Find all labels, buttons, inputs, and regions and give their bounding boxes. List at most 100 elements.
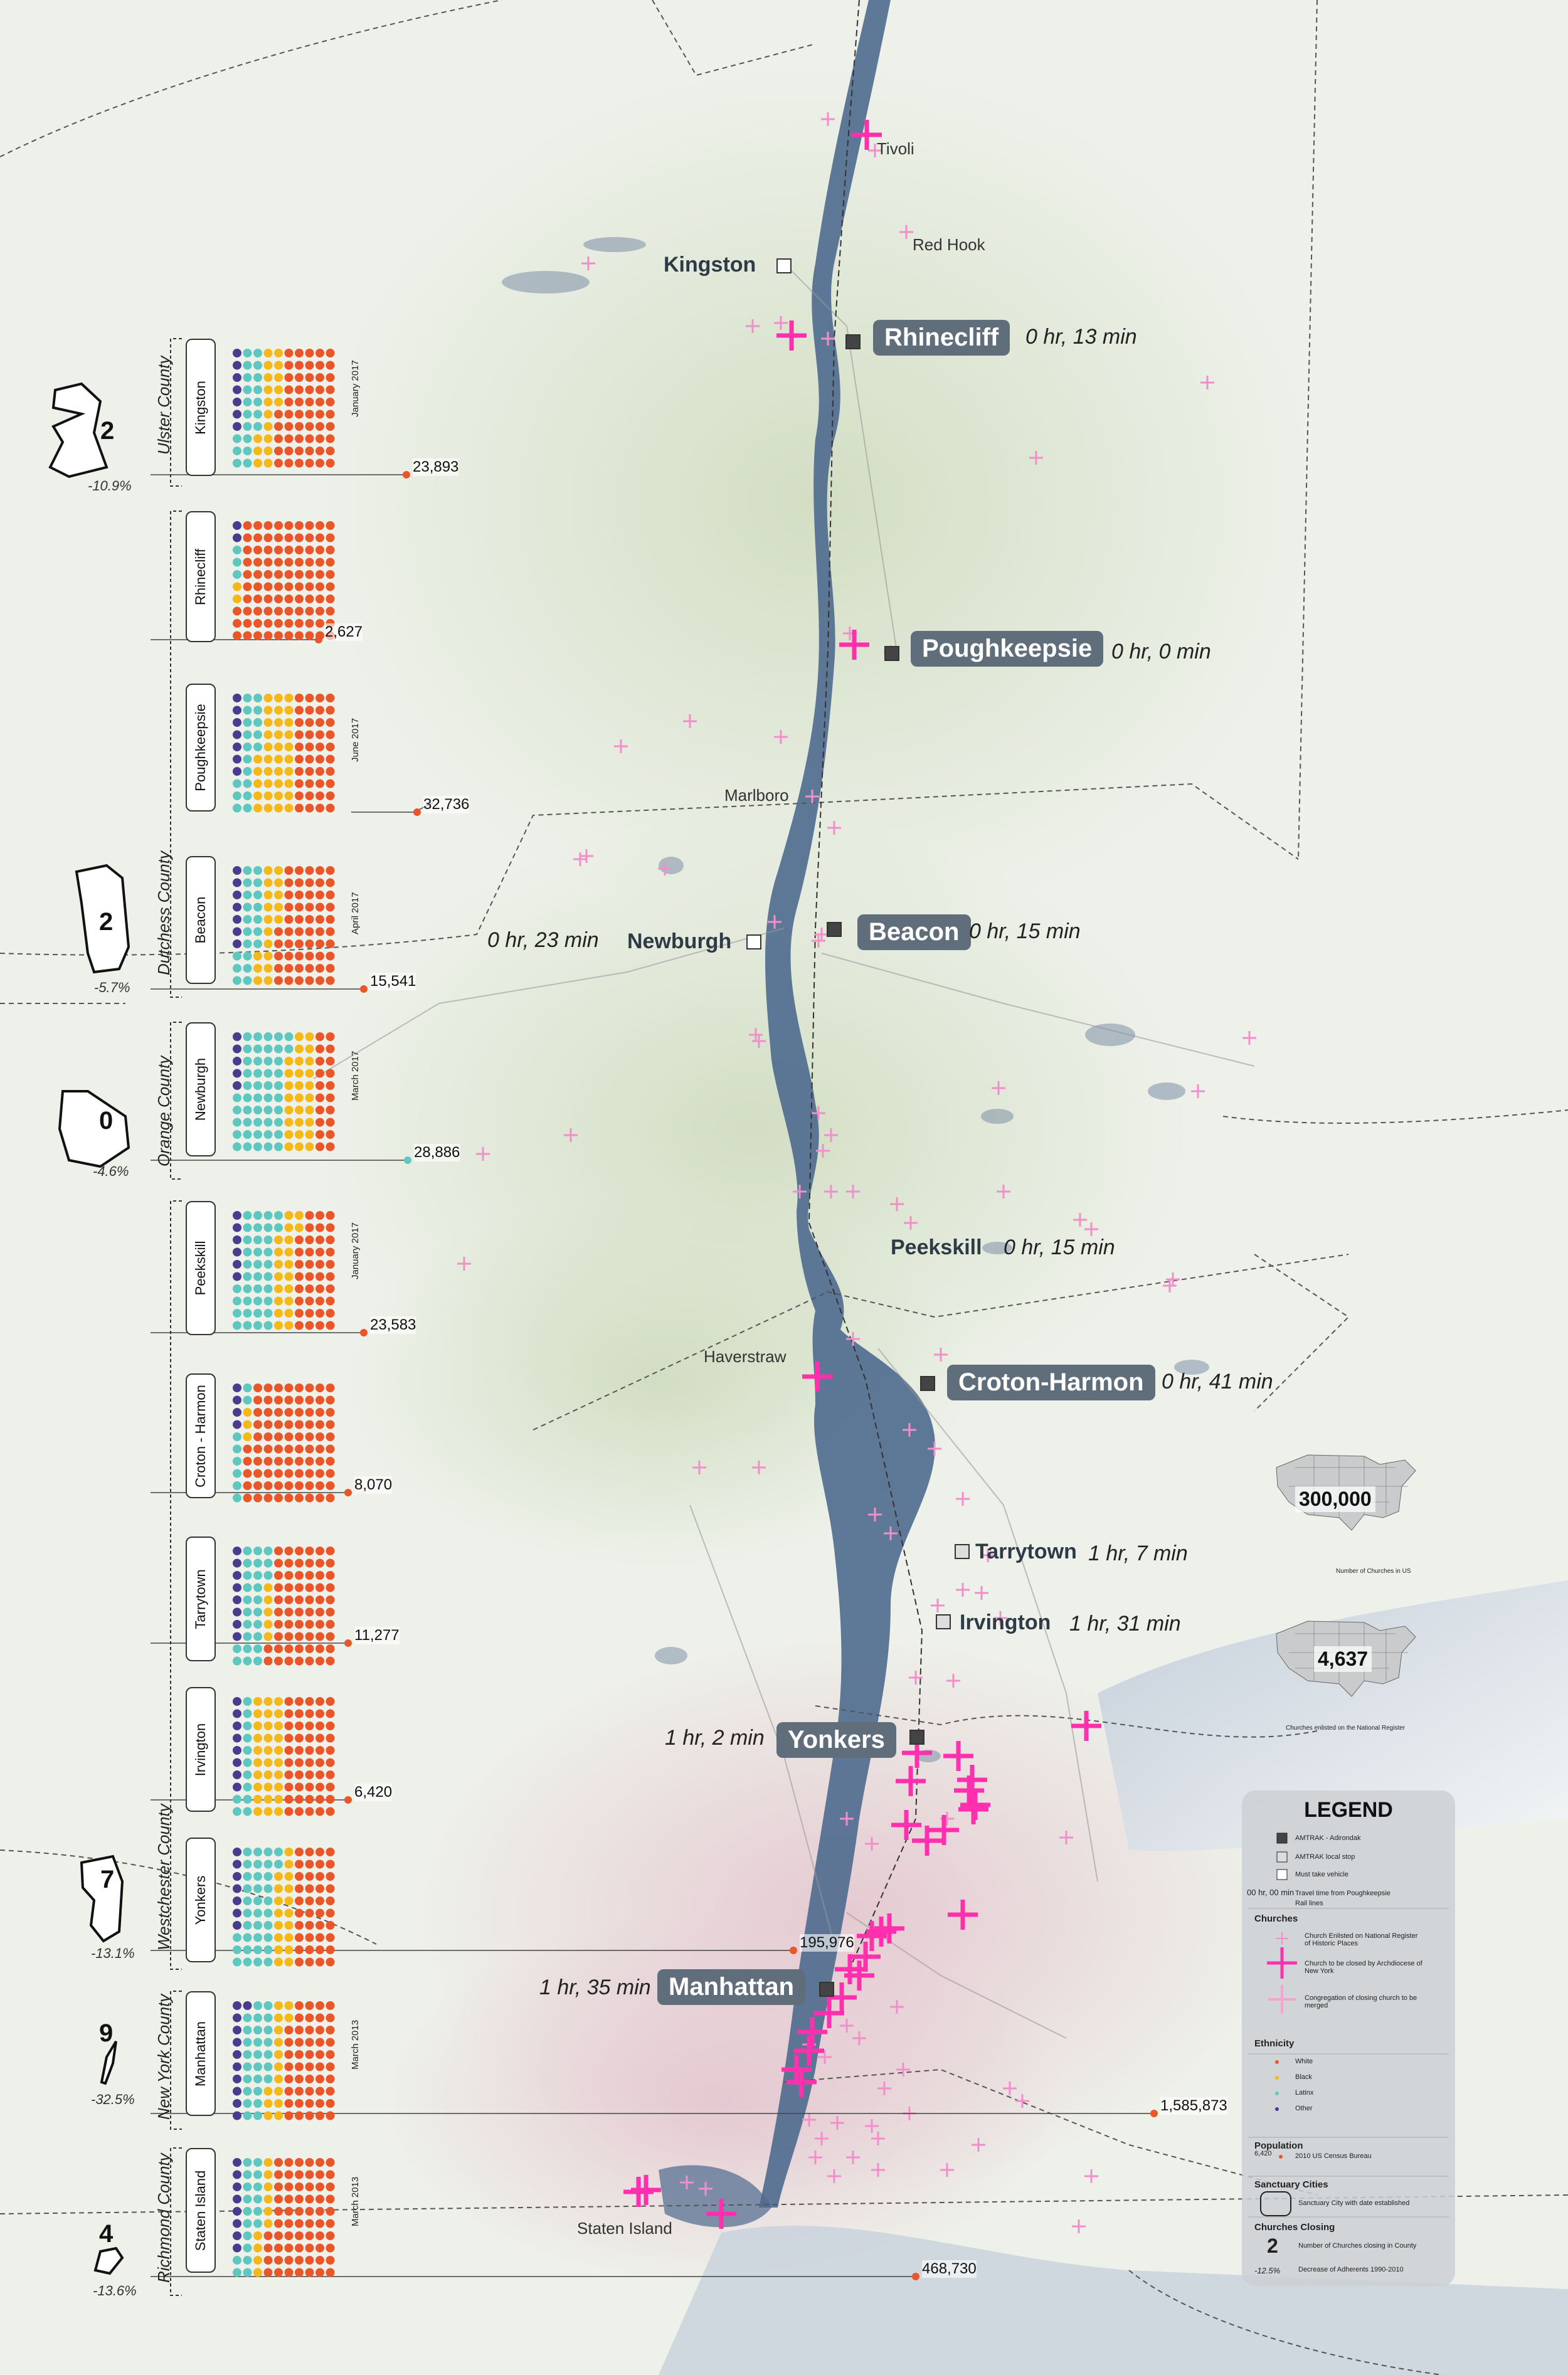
ethnicity-dot — [253, 558, 262, 567]
ethnicity-dot — [263, 2158, 273, 2167]
ethnicity-dot — [295, 2038, 304, 2047]
ethnicity-dot — [295, 1896, 304, 1905]
ethnicity-dot — [284, 1571, 294, 1580]
county-name-westchester: Westchester County — [154, 1804, 173, 1950]
ethnicity-dot — [253, 1272, 262, 1281]
ethnicity-dot — [295, 791, 304, 800]
ethnicity-dot — [263, 706, 273, 715]
ethnicity-dot — [315, 743, 324, 751]
ethnicity-dot — [274, 385, 283, 394]
register-church-cross — [580, 849, 593, 863]
ethnicity-dot — [295, 1795, 304, 1804]
population-dot — [790, 1947, 797, 1954]
ethnicity-dot — [315, 1481, 324, 1490]
ethnicity-dot — [243, 521, 252, 530]
ethnicity-dot — [326, 349, 335, 357]
ethnicity-dot — [305, 2013, 314, 2023]
station-label-beacon[interactable]: Beacon — [857, 914, 971, 950]
ethnicity-dot — [326, 1782, 335, 1792]
station-label-tarrytown[interactable]: Tarrytown — [975, 1540, 1077, 1563]
station-label-poughkeepsie[interactable]: Poughkeepsie — [911, 631, 1104, 667]
register-church-cross — [752, 1461, 766, 1474]
ethnicity-dot — [326, 1032, 335, 1041]
ethnicity-dot — [305, 1408, 314, 1417]
legend-rail-lines: Rail lines — [1295, 1900, 1323, 1907]
ethnicity-dot — [284, 1309, 294, 1318]
amtrak-stop-beacon — [827, 922, 842, 937]
ethnicity-dot — [315, 2219, 324, 2228]
ethnicity-dot — [243, 1795, 252, 1804]
ethnicity-dot — [263, 1583, 273, 1592]
travel-time-tarrytown: 1 hr, 7 min — [1088, 1542, 1188, 1565]
ethnicity-dot — [326, 2038, 335, 2047]
ethnicity-dot — [295, 1420, 304, 1429]
ethnicity-dot — [274, 1493, 283, 1503]
ethnicity-dot — [315, 1746, 324, 1755]
ethnicity-dot — [263, 915, 273, 924]
ethnicity-dot — [284, 1746, 294, 1755]
ethnicity-dot — [305, 1859, 314, 1869]
ethnicity-dot — [243, 976, 252, 985]
ethnicity-dot — [305, 1795, 314, 1804]
ethnicity-dot — [284, 743, 294, 751]
closing-church-cross — [943, 1741, 973, 1771]
ethnicity-dot — [243, 1709, 252, 1718]
ethnicity-dot — [326, 1746, 335, 1755]
ethnicity-dot — [295, 1296, 304, 1306]
ethnicity-dot — [233, 939, 241, 948]
ethnicity-dot — [305, 2194, 314, 2204]
ethnicity-dot — [315, 1583, 324, 1592]
ethnicity-dot — [315, 2099, 324, 2108]
ethnicity-dot — [233, 1957, 241, 1967]
ethnicity-dot — [243, 951, 252, 961]
ethnicity-dot — [243, 1607, 252, 1617]
new-york-county-outline — [100, 2040, 117, 2085]
ethnicity-dot — [284, 1395, 294, 1405]
station-label-yonkers[interactable]: Yonkers — [776, 1722, 896, 1758]
ethnicity-dot — [253, 631, 262, 640]
station-label-rhinecliff[interactable]: Rhinecliff — [873, 320, 1010, 356]
ethnicity-dot — [263, 754, 273, 764]
closing-church-cross — [896, 1766, 926, 1796]
ethnicity-dot — [243, 779, 252, 788]
ethnicity-dot — [326, 2111, 335, 2120]
ethnicity-dot — [233, 422, 241, 431]
population-label: 1,585,873 — [1160, 2097, 1227, 2115]
register-church-cross — [564, 1128, 578, 1142]
ethnicity-dot — [233, 1069, 241, 1078]
station-label-peekskill[interactable]: Peekskill — [891, 1235, 982, 1259]
ethnicity-dot — [233, 2158, 241, 2167]
ethnicity-dot — [305, 1321, 314, 1330]
population-label: 15,541 — [370, 973, 416, 990]
ethnicity-dot — [295, 1583, 304, 1592]
ethnicity-dot — [315, 398, 324, 406]
register-church-cross — [812, 1106, 825, 1120]
ethnicity-dot — [284, 422, 294, 431]
ethnicity-dot — [315, 1247, 324, 1257]
ethnicity-dot — [253, 730, 262, 739]
ethnicity-dot — [263, 1547, 273, 1555]
register-church-cross — [1072, 2219, 1086, 2233]
ethnicity-dot — [295, 1758, 304, 1767]
ethnicity-dot — [315, 1069, 324, 1078]
ethnicity-dot — [243, 1733, 252, 1743]
ethnicity-dot — [315, 1644, 324, 1653]
ethnicity-dot — [263, 1032, 273, 1041]
station-label-manhattan[interactable]: Manhattan — [657, 1969, 805, 2005]
register-church-count: 4,637 — [1314, 1646, 1372, 1672]
ethnicity-dot — [315, 730, 324, 739]
ethnicity-dot — [284, 1770, 294, 1779]
ethnicity-dot — [295, 1211, 304, 1220]
station-label-irvington[interactable]: Irvington — [960, 1611, 1051, 1634]
ethnicity-dot — [315, 964, 324, 973]
ethnicity-dot — [253, 1595, 262, 1604]
ethnicity-dot — [274, 767, 283, 776]
ethnicity-dot — [326, 1607, 335, 1617]
station-label-croton-harmon[interactable]: Croton-Harmon — [947, 1365, 1155, 1400]
ethnicity-dot — [263, 779, 273, 788]
place-kingston: Kingston — [664, 253, 756, 277]
register-church-cross — [975, 1586, 988, 1600]
ethnicity-dot — [305, 385, 314, 394]
town-name: Beacon — [193, 896, 208, 944]
ethnicity-dot — [326, 533, 335, 542]
